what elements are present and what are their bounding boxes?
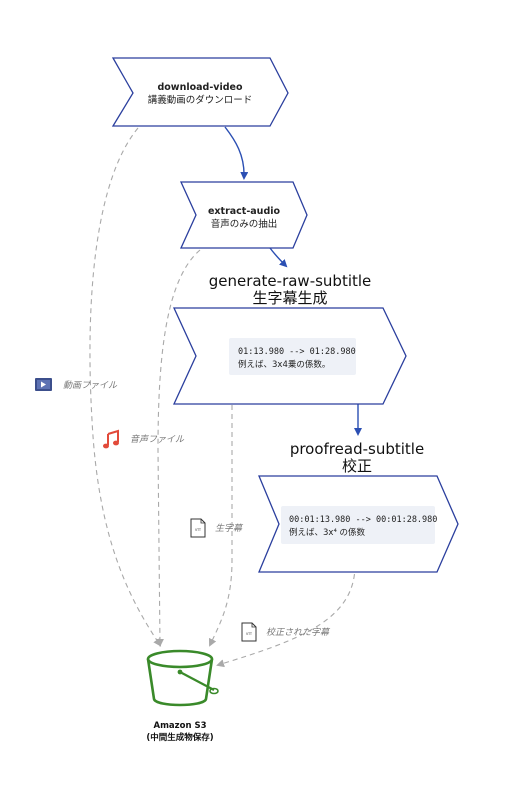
proofread-subtitle-desc: 校正 <box>342 457 372 475</box>
vtt-file-icon: VTT <box>190 518 206 538</box>
svg-text:VTT: VTT <box>195 528 201 532</box>
edge-audio-file <box>155 249 201 647</box>
node-proofread-subtitle[interactable]: proofread-subtitle 校正 00:01:13.980 --> 0… <box>258 440 459 573</box>
edge-label-audio-file: 音声ファイル <box>130 434 185 445</box>
edge-raw-subtitle <box>208 405 233 647</box>
extract-audio-title: extract-audio <box>208 206 281 217</box>
video-file-icon <box>35 378 52 391</box>
flow-extract-to-generate <box>269 247 288 268</box>
download-video-title: download-video <box>157 82 242 93</box>
s3-desc: (中間生成物保存) <box>146 732 213 743</box>
download-video-desc: 講義動画のダウンロード <box>148 94 253 106</box>
generate-raw-subtitle-title: generate-raw-subtitle <box>209 272 372 290</box>
proofread-subtitle-timestamp: 00:01:13.980 --> 00:01:28.980 <box>289 515 437 525</box>
generate-raw-subtitle-desc: 生字幕生成 <box>252 289 327 307</box>
svg-text:VTT: VTT <box>246 632 252 636</box>
edge-label-raw-subtitle: 生字幕 <box>215 523 244 534</box>
node-extract-audio[interactable]: extract-audio 音声のみの抽出 <box>179 181 308 249</box>
raw-subtitle-timestamp: 01:13.980 --> 01:28.980 <box>238 347 356 357</box>
music-note-icon <box>103 429 119 449</box>
edge-label-video-file: 動画ファイル <box>63 380 118 391</box>
extract-audio-desc: 音声のみの抽出 <box>211 218 278 230</box>
node-download-video[interactable]: download-video 講義動画のダウンロード <box>111 57 289 127</box>
raw-subtitle-text: 例えば、3x4乗の係数。 <box>238 359 330 370</box>
s3-title: Amazon S3 <box>153 721 206 731</box>
proofread-subtitle-text: 例えば、3x⁴ の係数 <box>289 527 366 538</box>
vtt-file-icon: VTT <box>241 622 257 642</box>
edge-label-proofread-subtitle: 校正された字幕 <box>266 627 331 638</box>
node-generate-raw-subtitle[interactable]: generate-raw-subtitle 生字幕生成 01:13.980 --… <box>172 272 407 405</box>
proofread-subtitle-title: proofread-subtitle <box>290 440 424 458</box>
flow-download-to-extract <box>224 126 249 180</box>
s3-bucket-icon[interactable] <box>146 649 219 707</box>
proofread-subtitle-sample-box <box>281 506 435 544</box>
raw-subtitle-sample-box <box>229 338 356 375</box>
edge-proofread-subtitle <box>216 564 356 668</box>
edge-video-file <box>89 127 162 647</box>
